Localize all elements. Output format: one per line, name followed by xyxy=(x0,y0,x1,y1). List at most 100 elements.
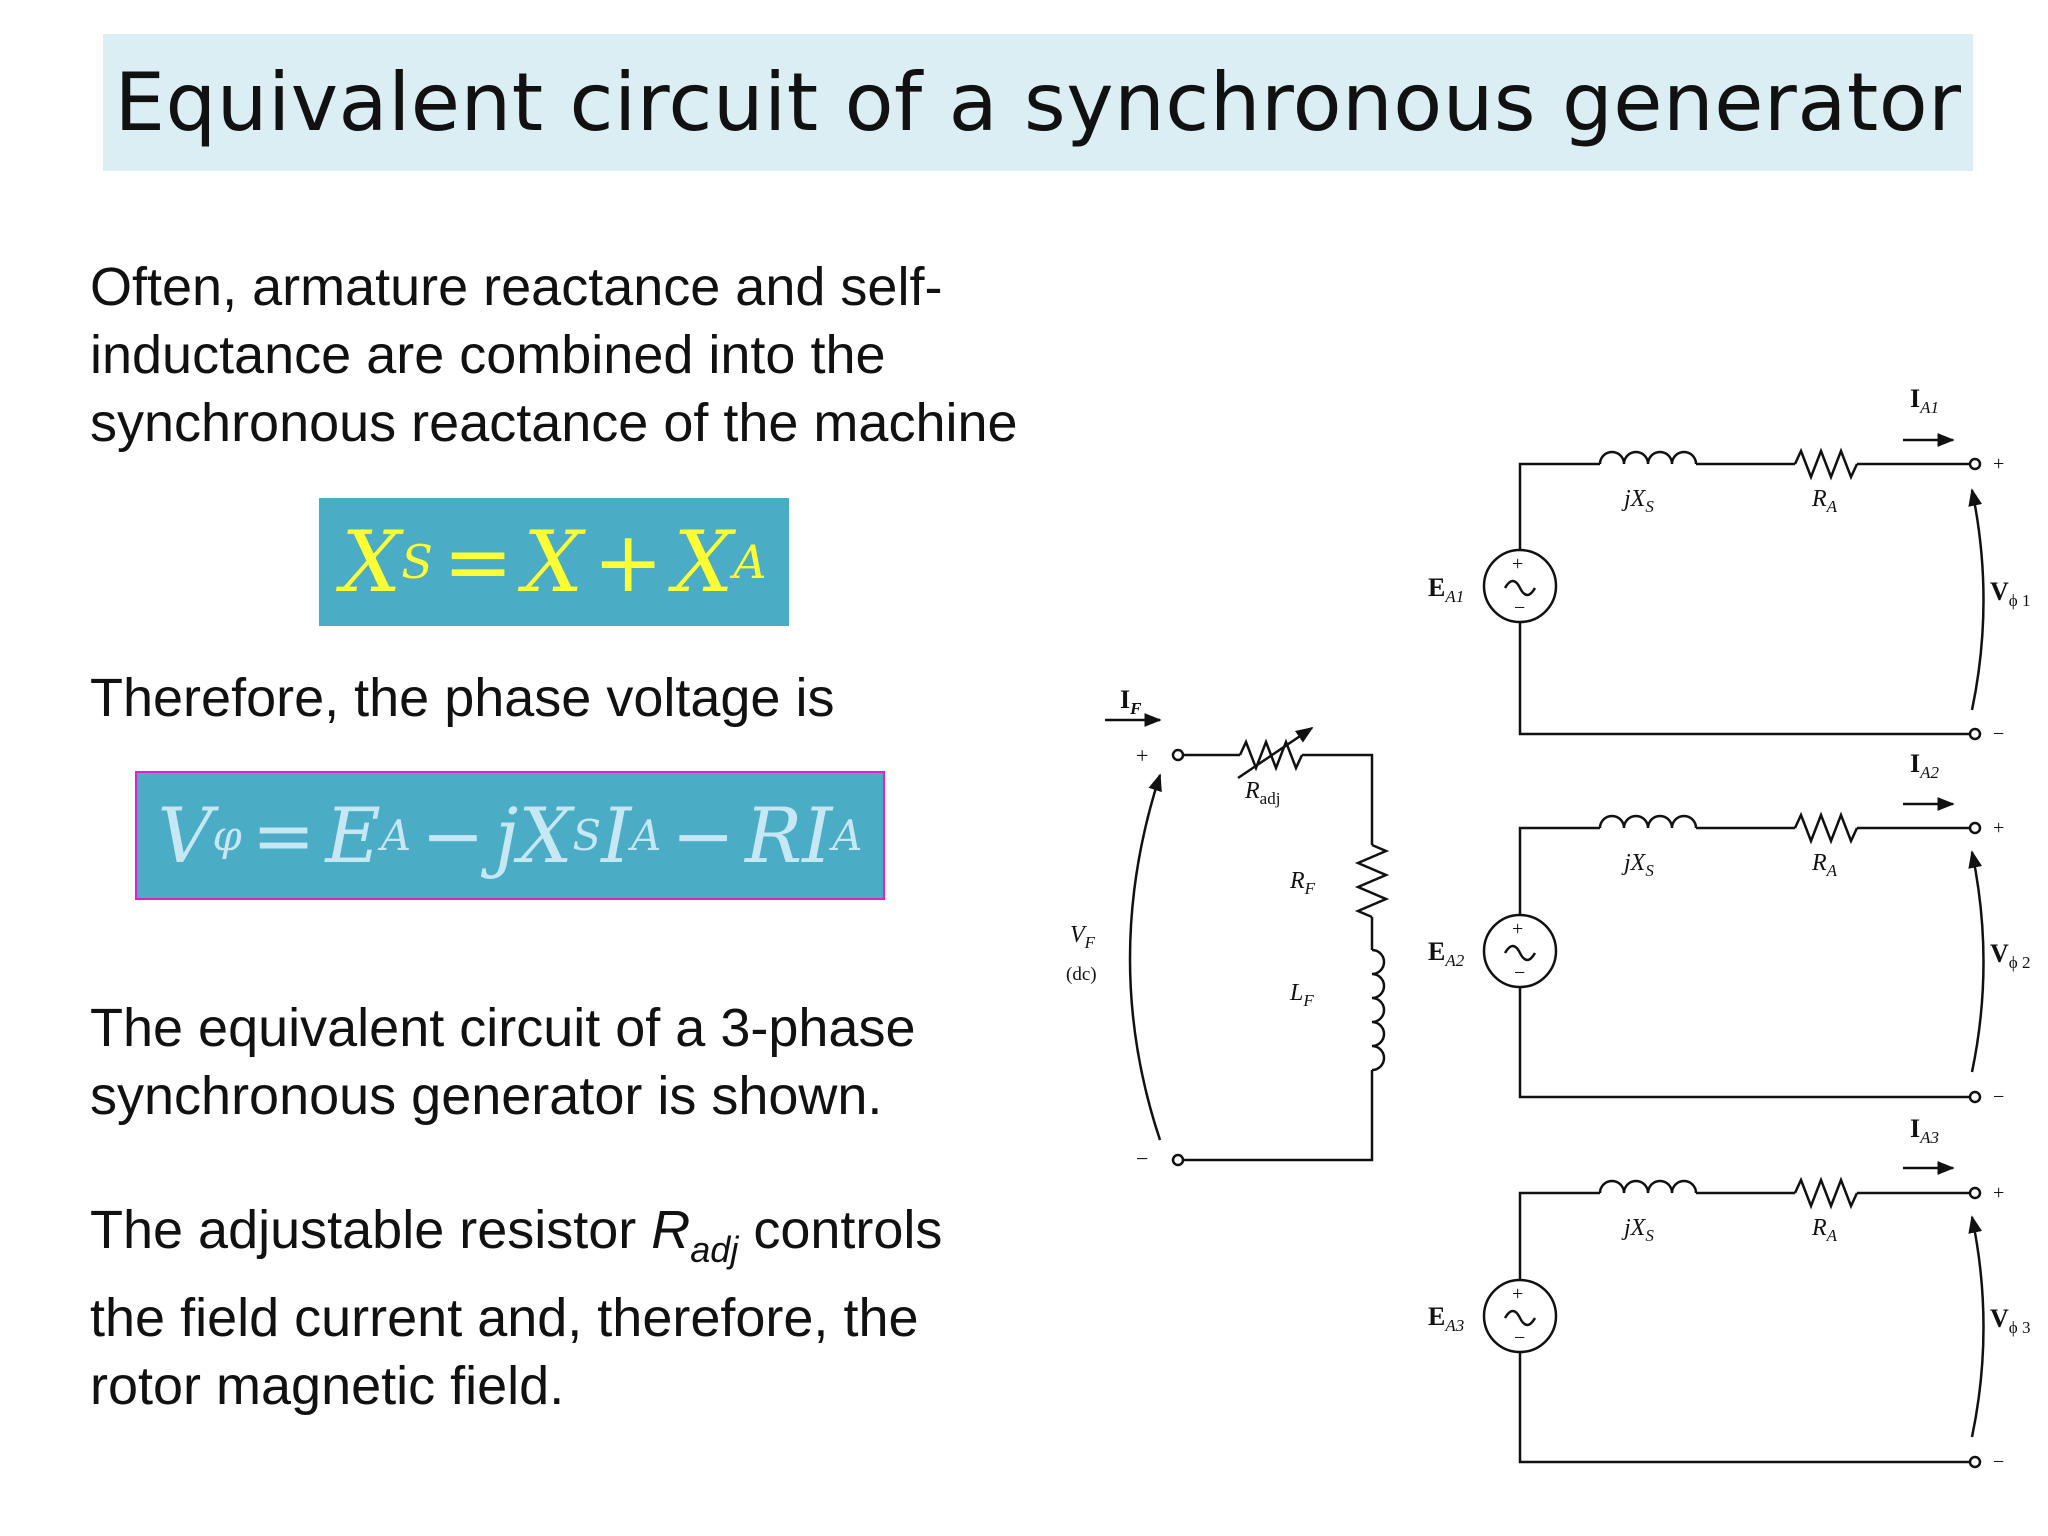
field-bottom-wire xyxy=(1183,1070,1374,1162)
f2-equals: = xyxy=(251,791,316,880)
vf-label: VF xyxy=(1070,922,1096,952)
phase-1-reactance xyxy=(1598,450,1698,465)
adjustable-resistor-arrow xyxy=(1237,726,1314,780)
phase-3-current-label: IA3 xyxy=(1910,1114,1939,1147)
phase-2-voltage-label: Vϕ 2 xyxy=(1990,939,2030,972)
phase-1-current-label: IA1 xyxy=(1910,384,1939,417)
phase-3-voltage-label: Vϕ 3 xyxy=(1990,1304,2030,1337)
field-current-label: IF xyxy=(1120,685,1142,718)
phase-1-plus-terminal xyxy=(1968,457,1982,471)
phase-1-circuit xyxy=(1482,433,1985,741)
phase-3-source-label: EA3 xyxy=(1428,1302,1464,1335)
phase-2-source-minus: − xyxy=(1514,962,1525,984)
f2-term3: I xyxy=(601,791,632,880)
phase-1-ac-symbol xyxy=(1503,579,1537,597)
f1-equals: = xyxy=(442,513,514,611)
f2-minus-1: − xyxy=(421,791,485,880)
p4-radj-sub: adj xyxy=(690,1229,739,1270)
phase-1-source-minus: − xyxy=(1514,597,1525,619)
phase-1-reactance-label: jXS xyxy=(1621,486,1654,516)
phase-2-plus-sign: + xyxy=(1993,817,2004,839)
f2-term2: jX xyxy=(494,791,573,880)
f2-minus-2: − xyxy=(671,791,735,880)
title-bar: Equivalent circuit of a synchronous gene… xyxy=(103,34,1973,171)
field-minus-terminal xyxy=(1171,1153,1185,1167)
f1-term2-sub: A xyxy=(733,535,767,589)
p4-line-3: rotor magnetic field. xyxy=(90,1356,565,1416)
f2-term1-sub: A xyxy=(380,811,412,860)
phase-3-reactance-label: jXS xyxy=(1621,1215,1654,1245)
phase-3-source-minus: − xyxy=(1514,1327,1525,1349)
field-plus-terminal xyxy=(1171,748,1185,762)
f2-lhs: V xyxy=(157,791,213,880)
slide-title: Equivalent circuit of a synchronous gene… xyxy=(114,56,1962,149)
phase-3-circuit xyxy=(1482,1161,1985,1469)
rf-label: RF xyxy=(1289,868,1316,898)
p1-line-2: inductance are combined into the xyxy=(90,325,886,385)
paragraph-three-phase-circuit: The equivalent circuit of a 3-phase sync… xyxy=(90,994,915,1130)
f2-lhs-sub: φ xyxy=(212,811,242,860)
phase-2-minus-sign: − xyxy=(1993,1086,2004,1108)
f1-term1: X xyxy=(523,513,584,611)
vf-dc-note: (dc) xyxy=(1066,964,1097,985)
phase-3-resistance-label: RA xyxy=(1811,1215,1838,1245)
f1-term2: X xyxy=(673,513,734,611)
phase-3-bottom-wire xyxy=(1518,1352,1970,1464)
phase-1-plus-sign: + xyxy=(1993,453,2004,475)
phase-1-voltage-label: Vϕ 1 xyxy=(1990,577,2030,610)
p4-line-1-pre: The adjustable resistor xyxy=(90,1200,652,1260)
f2-term1: E xyxy=(325,791,381,880)
p4-line-1-post: controls xyxy=(738,1200,943,1260)
paragraph-phase-voltage: Therefore, the phase voltage is xyxy=(90,668,835,728)
p1-line-1: Often, armature reactance and self- xyxy=(90,257,943,317)
field-minus-sign: − xyxy=(1136,1146,1148,1171)
phase-3-minus-terminal xyxy=(1968,1455,1982,1469)
phase-2-minus-terminal xyxy=(1968,1090,1982,1104)
phase-2-top-wire-left xyxy=(1518,826,1600,915)
phase-1-source-plus: + xyxy=(1512,553,1523,575)
p3-line-2: synchronous generator is shown. xyxy=(90,1066,883,1126)
phase-1-source-label: EA1 xyxy=(1428,573,1464,606)
f2-term4: RI xyxy=(745,791,833,880)
phase-2-bottom-wire xyxy=(1518,987,1970,1099)
p4-line-2: the field current and, therefore, the xyxy=(90,1288,919,1348)
phase-1-minus-terminal xyxy=(1968,727,1982,741)
phase-3-ac-symbol xyxy=(1503,1309,1537,1327)
f2-term3-sub: A xyxy=(631,811,662,860)
phase-1-voltage-arrow xyxy=(1968,488,1985,711)
paragraph-synchronous-reactance: Often, armature reactance and self- indu… xyxy=(90,253,1058,457)
p3-line-1: The equivalent circuit of a 3-phase xyxy=(90,998,916,1058)
phase-2-source-label: EA2 xyxy=(1428,937,1465,970)
phase-2-resistance-label: RA xyxy=(1811,850,1838,880)
phase-1-resistance-label: RA xyxy=(1811,486,1838,516)
f1-lhs: X xyxy=(341,513,402,611)
phase-3-top-wire-left xyxy=(1518,1191,1600,1280)
phase-1-resistance xyxy=(1793,447,1859,481)
f1-plus: + xyxy=(593,513,664,611)
f2-term2-sub: S xyxy=(572,811,602,860)
phase-2-voltage-arrow xyxy=(1968,850,1985,1073)
p4-radj-symbol: R xyxy=(651,1200,691,1260)
phase-2-reactance-label: jXS xyxy=(1621,850,1654,880)
phase-3-reactance xyxy=(1598,1179,1698,1194)
phase-2-ac-symbol xyxy=(1503,944,1537,962)
phase-2-circuit xyxy=(1482,797,1985,1104)
field-top-wire-right xyxy=(1302,753,1374,845)
phase-1-minus-sign: − xyxy=(1993,723,2004,745)
radj-label: Radj xyxy=(1244,778,1280,808)
phase-1-top-wire-left xyxy=(1518,462,1600,550)
phase-2-current-label: IA2 xyxy=(1910,749,1940,782)
paragraph-adjustable-resistor: The adjustable resistor Radj controls th… xyxy=(90,1196,942,1420)
f2-term4-sub: A xyxy=(832,811,863,860)
lf-label: LF xyxy=(1289,980,1314,1010)
field-voltage-arrow xyxy=(1128,773,1162,1141)
p1-line-3: synchronous reactance of the machine xyxy=(90,393,1018,453)
phase-2-resistance xyxy=(1793,811,1859,845)
phase-3-minus-sign: − xyxy=(1993,1451,2004,1473)
phase-3-plus-terminal xyxy=(1968,1186,1982,1200)
field-circuit xyxy=(1105,713,1390,1167)
phase-2-reactance xyxy=(1598,814,1698,829)
phase-2-source-plus: + xyxy=(1512,918,1523,940)
